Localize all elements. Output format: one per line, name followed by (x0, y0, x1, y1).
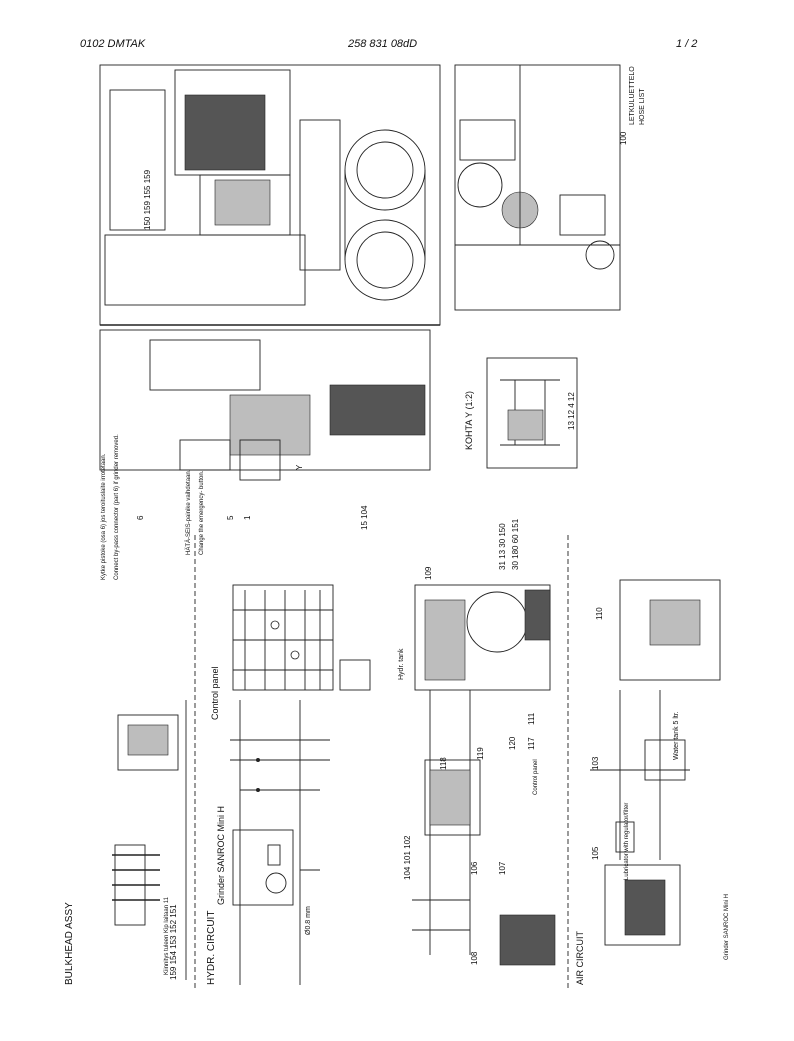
control-panel-label: Control panel (210, 666, 220, 720)
callout-117: 117 (527, 737, 536, 750)
callout-119: 119 (476, 747, 485, 760)
note1-fi: Kytke pistoke (osa 6) jos teroituslaite … (101, 453, 107, 580)
kohta-label: KOHTA Y (1:2) (464, 391, 474, 450)
header-page-number: 1 / 2 (676, 38, 698, 50)
callout-6: 6 (136, 515, 145, 520)
callout-109: 109 (424, 566, 433, 580)
hose-list-en: HOSE LIST (639, 88, 646, 125)
note2-en: Change the emergency- button. (199, 470, 205, 555)
air-circuit-label: AIR CIRCUIT (575, 930, 585, 985)
callout-108: 108 (470, 951, 479, 965)
callout-103: 103 (591, 756, 600, 770)
kiinnitys-label: Kiinnitys tuleen Kip laitaan 11 (164, 896, 170, 975)
machine-top-view (99, 64, 441, 326)
machine-middle-view (99, 329, 431, 481)
callout-bulkhead: 159 154 153 152 151 (169, 904, 178, 980)
note1-en: Connect by-pass connector (part 6) if gr… (114, 434, 120, 580)
water-tank-label: Water tank 5 ltr. (673, 711, 680, 760)
hose-list-fi: LETKULUETTELO (629, 66, 636, 125)
detail-kohta-y (486, 357, 578, 469)
callout-hose: 100 (619, 131, 628, 145)
callout-kohta: 13 12 4 12 (567, 392, 576, 430)
callout-107: 107 (498, 861, 507, 875)
control-panel-block (424, 759, 556, 966)
hydraulic-schematic (230, 659, 371, 985)
callout-top-group: 150 159 155 159 (143, 169, 152, 230)
air-circuit (590, 579, 721, 946)
callout-120: 120 (508, 736, 517, 750)
bulkhead-label: BULKHEAD ASSY (64, 902, 75, 985)
callout-102: 104 101 102 (403, 835, 412, 880)
callout-111: 111 (527, 712, 536, 725)
callout-5: 5 (226, 515, 235, 520)
hydr-tank-label: Hydr. tank (398, 648, 405, 680)
control-panel-small: Control panel (533, 759, 539, 795)
callout-118: 118 (439, 757, 448, 770)
machine-side-view (454, 64, 621, 311)
grinder-title: Grinder SANROC Mini H (216, 806, 226, 905)
header-drawing-number: 258 831 08dD (348, 38, 418, 50)
orifice-label: Ø0.8 mm (305, 906, 312, 935)
note2-fi: HÄTÄ-SEIS-painike vaihdetaan. (185, 469, 192, 555)
callout-1: 1 (243, 515, 252, 520)
header-left: 0102 DMTAK (80, 38, 146, 50)
callout-110: 110 (595, 607, 604, 620)
bulkhead-assembly (112, 700, 187, 980)
hydr-circuit-label: HYDR. CIRCUIT (206, 911, 217, 985)
callout-30-40: 30 180 60 151 (511, 518, 520, 570)
callout-105: 105 (591, 846, 600, 860)
callout-31-32: 31 13 30 150 (498, 523, 507, 570)
callout-106: 106 (470, 861, 479, 875)
callout-15-104: 15 104 (360, 505, 369, 530)
lubricator-label: Lubricator with regulator/filter (624, 803, 630, 880)
callout-y: Y (295, 464, 304, 470)
control-panel-schematic (232, 584, 334, 691)
grinder-small-label: Grinder SANROC Mini H (724, 894, 730, 960)
